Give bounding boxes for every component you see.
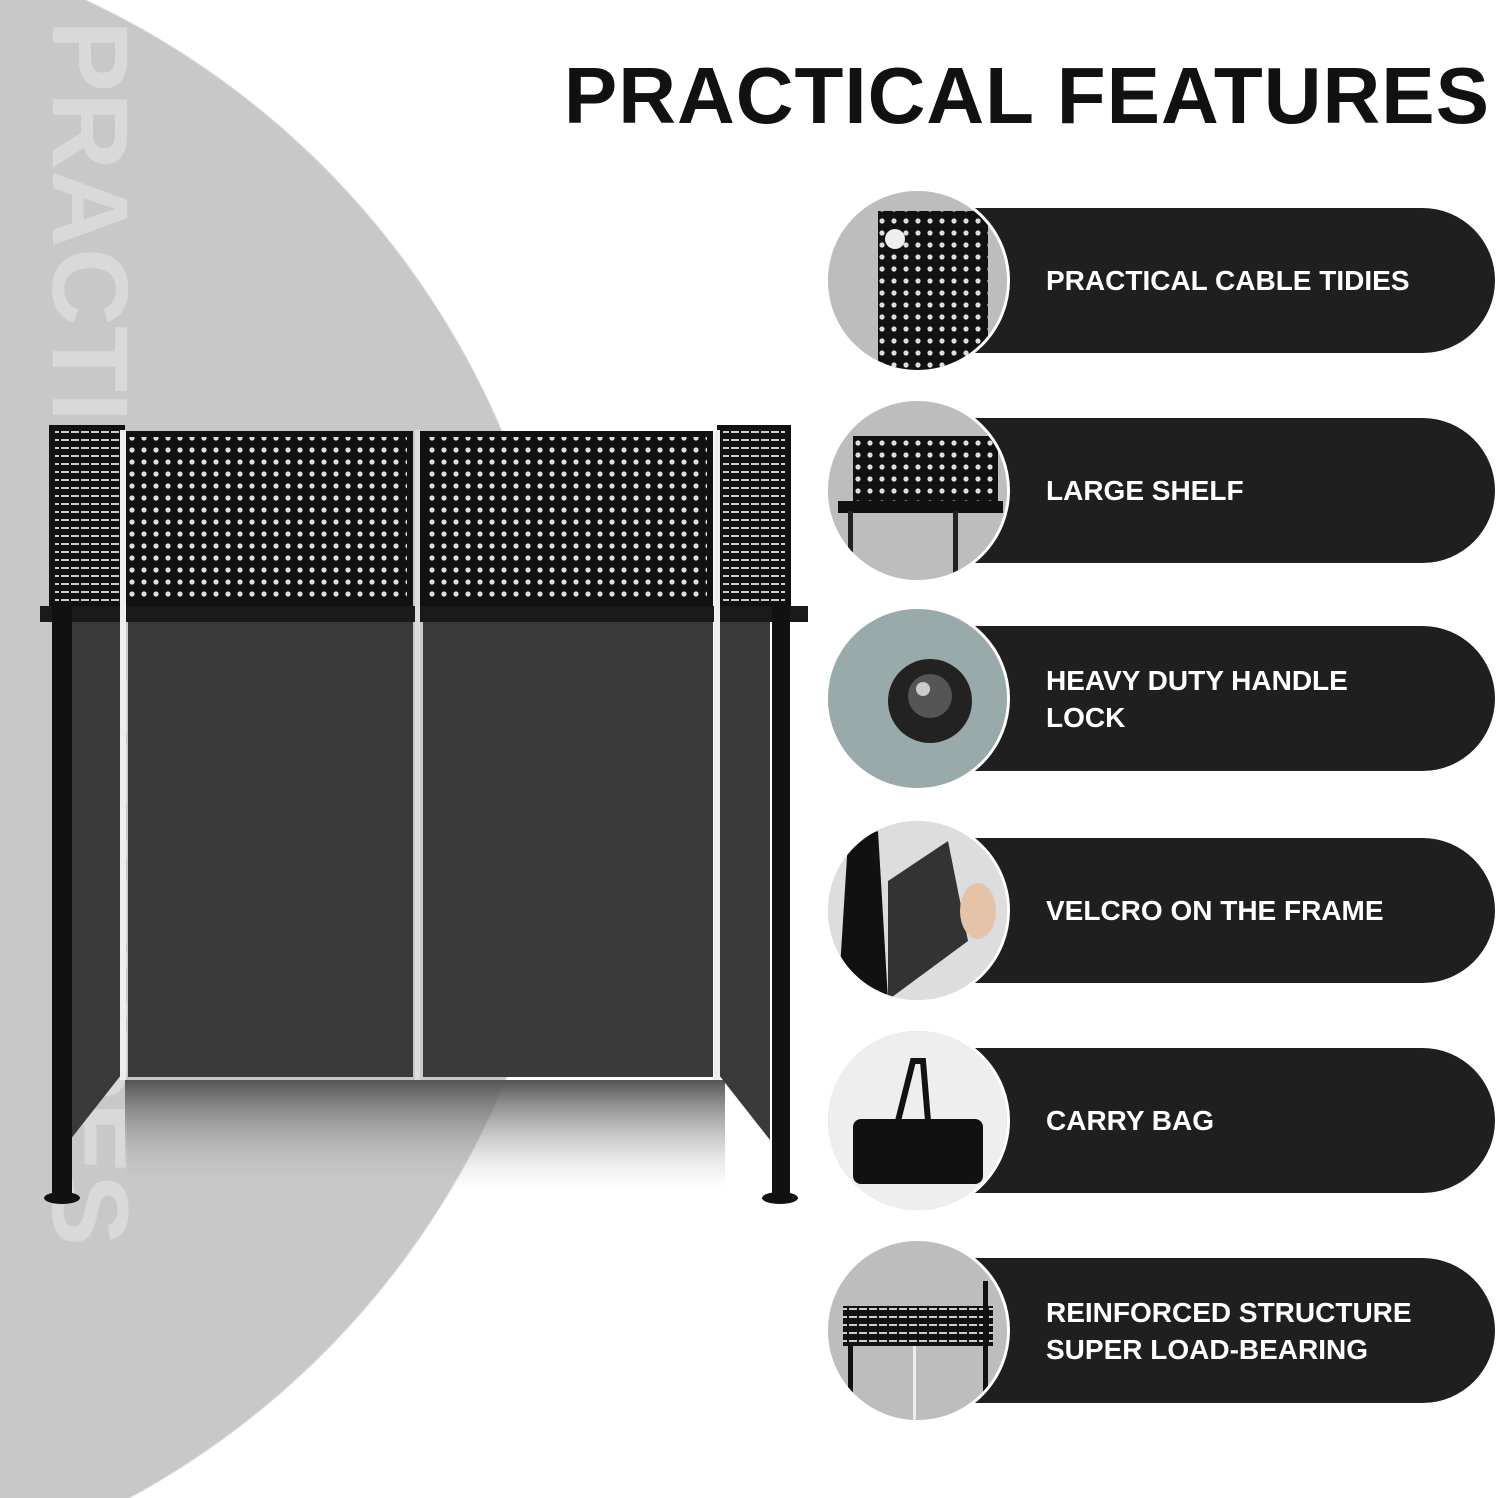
page-title: PRACTICAL FEATURES	[563, 51, 1490, 140]
feature-pill	[965, 1258, 1495, 1403]
feature-label: HEAVY DUTY HANDLE LOCK	[1046, 664, 1348, 733]
feature-pill	[965, 1048, 1495, 1193]
feature-handle-lock: HEAVY DUTY HANDLE LOCK	[825, 606, 1495, 791]
shelf-icon	[825, 398, 1010, 583]
perforated-panel-icon	[825, 188, 1010, 373]
feature-label: VELCRO ON THE FRAME	[1046, 895, 1384, 926]
feature-cable-tidies: PRACTICAL CABLE TIDIES	[825, 188, 1495, 373]
feature-pill	[965, 626, 1495, 771]
feature-carry-bag: CARRY BAG	[825, 1028, 1495, 1213]
feature-velcro: VELCRO ON THE FRAME	[825, 818, 1495, 1003]
feature-pill	[965, 838, 1495, 983]
feature-large-shelf: LARGE SHELF	[825, 398, 1495, 583]
feature-label: CARRY BAG	[1046, 1105, 1215, 1136]
feature-pill	[965, 418, 1495, 563]
structure-icon	[825, 1238, 1010, 1423]
carry-bag-icon	[825, 1028, 1010, 1213]
knob-lock-icon	[825, 606, 1010, 791]
dj-booth-image	[40, 425, 808, 1204]
feature-label: REINFORCED STRUCTURE SUPER LOAD-BEARING	[1046, 1296, 1412, 1365]
feature-label: LARGE SHELF	[1046, 475, 1244, 506]
feature-label: PRACTICAL CABLE TIDIES	[1046, 265, 1410, 296]
velcro-icon	[825, 818, 1010, 1003]
feature-reinforced-structure: REINFORCED STRUCTURE SUPER LOAD-BEARING	[825, 1238, 1495, 1423]
feature-pill	[965, 208, 1495, 353]
